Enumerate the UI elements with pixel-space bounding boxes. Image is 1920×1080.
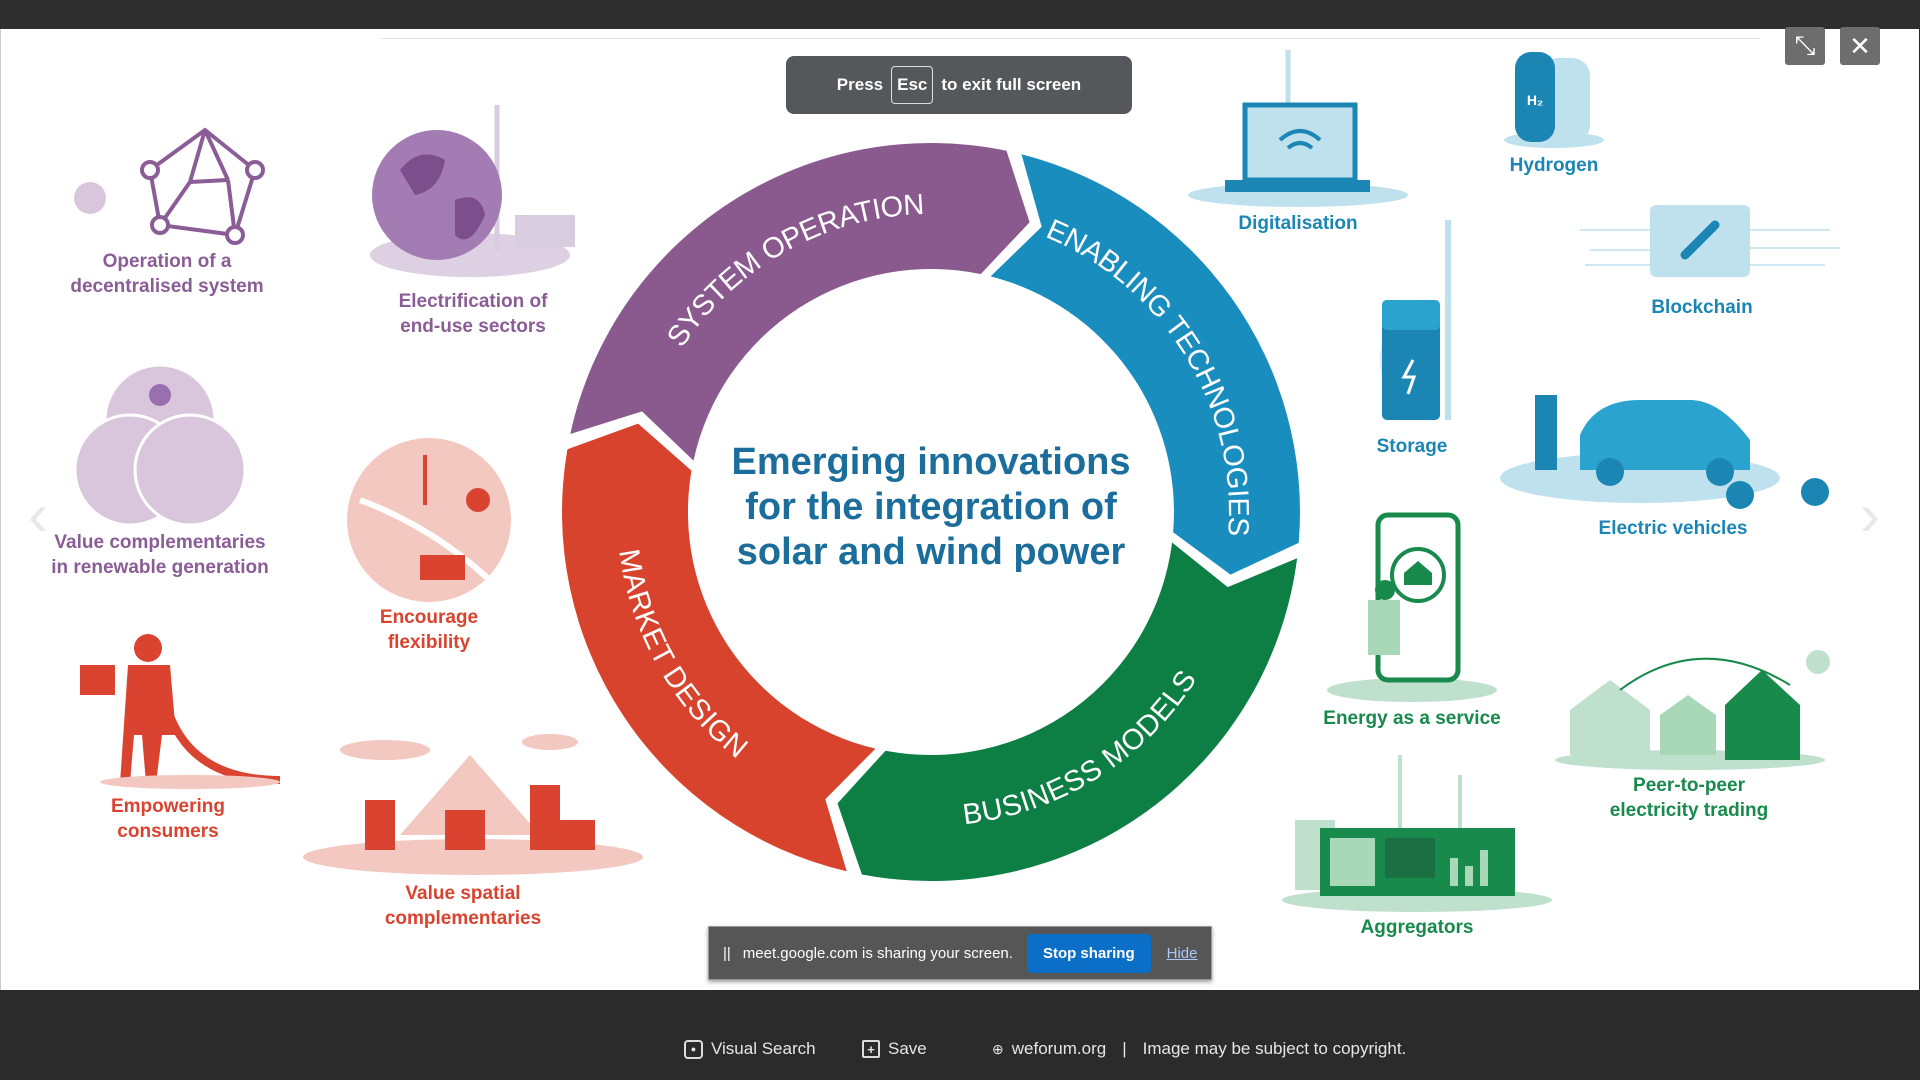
label-empowering-consumers: Empowering consumers	[111, 794, 225, 844]
ring-segment	[837, 542, 1298, 882]
fullscreen-exit-toast: Press Esc to exit full screen	[786, 56, 1132, 114]
visual-search-label: Visual Search	[711, 1039, 816, 1058]
next-image-button[interactable]: ›	[1860, 481, 1880, 548]
ring-segment	[990, 154, 1300, 575]
toast-message: to exit full screen	[941, 75, 1082, 94]
label-line: Value complementaries	[54, 532, 266, 553]
close-button[interactable]: ✕	[1840, 27, 1880, 65]
label-line: decentralised system	[70, 276, 264, 297]
drag-handle[interactable]: ||	[723, 944, 731, 962]
previous-image-button[interactable]: ‹	[28, 481, 48, 548]
title-line: solar and wind power	[736, 531, 1126, 573]
toast-press: Press	[836, 75, 884, 94]
save-label: Save	[888, 1039, 927, 1058]
label-electrification: Electrification of end-use sectors	[399, 289, 548, 339]
label-peer-to-peer: Peer-to-peer electricity trading	[1610, 773, 1768, 823]
label-encourage-flexibility: Encourage flexibility	[380, 605, 478, 655]
image-source: ⊕ weforum.org | Image may be subject to …	[992, 1036, 1406, 1062]
save-button[interactable]: + Save	[862, 1036, 927, 1062]
flexibility-icon	[347, 438, 511, 602]
label-line: Encourage	[379, 607, 479, 628]
aggregators-icon	[1282, 755, 1552, 912]
hide-link[interactable]: Hide	[1166, 944, 1198, 962]
screen-share-bar: || meet.google.com is sharing your scree…	[708, 926, 1212, 980]
exit-fullscreen-button[interactable]: ⤡	[1785, 27, 1825, 65]
title-line: for the integration of	[745, 486, 1117, 528]
source-link[interactable]: weforum.org	[1011, 1039, 1107, 1058]
share-message: meet.google.com is sharing your screen.	[742, 944, 1013, 962]
label-line: in renewable generation	[51, 557, 269, 578]
storage-battery-icon	[1380, 220, 1451, 420]
close-icon: ✕	[1849, 30, 1871, 61]
label-line: Electrification of	[398, 291, 548, 312]
label-line: Peer-to-peer	[1633, 775, 1745, 796]
venn-renewables-icon	[73, 363, 247, 527]
decentralised-network-icon	[74, 127, 265, 245]
hydrogen-tank-icon: H₂	[1504, 52, 1604, 148]
label-line: complementaries	[384, 908, 542, 929]
electric-vehicle-icon	[1500, 395, 1829, 509]
label-decentralised-system: Operation of a decentralised system	[70, 249, 263, 299]
label-digitalisation: Digitalisation	[1238, 213, 1358, 234]
infographic-title: Emerging innovations for the integration…	[731, 440, 1130, 575]
label-line: Empowering	[110, 796, 226, 817]
hydrogen-symbol: H₂	[1527, 92, 1543, 108]
visual-search-icon: ●	[684, 1039, 703, 1059]
label-hydrogen: Hydrogen	[1509, 155, 1599, 176]
blockchain-icon	[1580, 205, 1840, 277]
title-line: Emerging innovations	[731, 441, 1131, 483]
stop-sharing-button[interactable]: Stop sharing	[1026, 933, 1151, 973]
label-value-spatial: Value spatial complementaries	[385, 881, 541, 931]
city-icon	[303, 734, 643, 875]
consumer-plug-icon	[80, 634, 281, 789]
label-line: consumers	[117, 821, 219, 842]
separator: |	[1122, 1039, 1127, 1058]
label-energy-as-a-service: Energy as a service	[1323, 708, 1501, 729]
digitalisation-icon	[1188, 50, 1408, 207]
label-line: Value spatial	[405, 883, 521, 904]
label-line: end-use sectors	[400, 316, 546, 337]
compress-icon: ⤡	[1794, 30, 1816, 60]
label-line: Operation of a	[102, 251, 232, 272]
ring-segment	[570, 142, 1030, 461]
visual-search-button[interactable]: ● Visual Search	[684, 1036, 816, 1062]
globe-icon: ⊕	[992, 1040, 1004, 1057]
esc-key: Esc	[891, 66, 934, 104]
ring-segment	[562, 423, 876, 872]
energy-service-icon	[1327, 512, 1497, 702]
label-blockchain: Blockchain	[1651, 297, 1753, 318]
globe-wind-icon	[370, 105, 575, 277]
divider	[380, 38, 1760, 39]
label-aggregators: Aggregators	[1360, 917, 1474, 938]
label-storage: Storage	[1376, 436, 1448, 457]
label-electric-vehicles: Electric vehicles	[1598, 518, 1748, 539]
peer-to-peer-icon	[1555, 650, 1830, 770]
label-value-complementaries: Value complementaries in renewable genera…	[51, 530, 269, 580]
save-icon: +	[862, 1040, 880, 1058]
label-line: flexibility	[387, 632, 471, 653]
top-bar	[0, 0, 1920, 29]
label-line: electricity trading	[1609, 800, 1769, 821]
copyright-notice: Image may be subject to copyright.	[1142, 1039, 1407, 1058]
